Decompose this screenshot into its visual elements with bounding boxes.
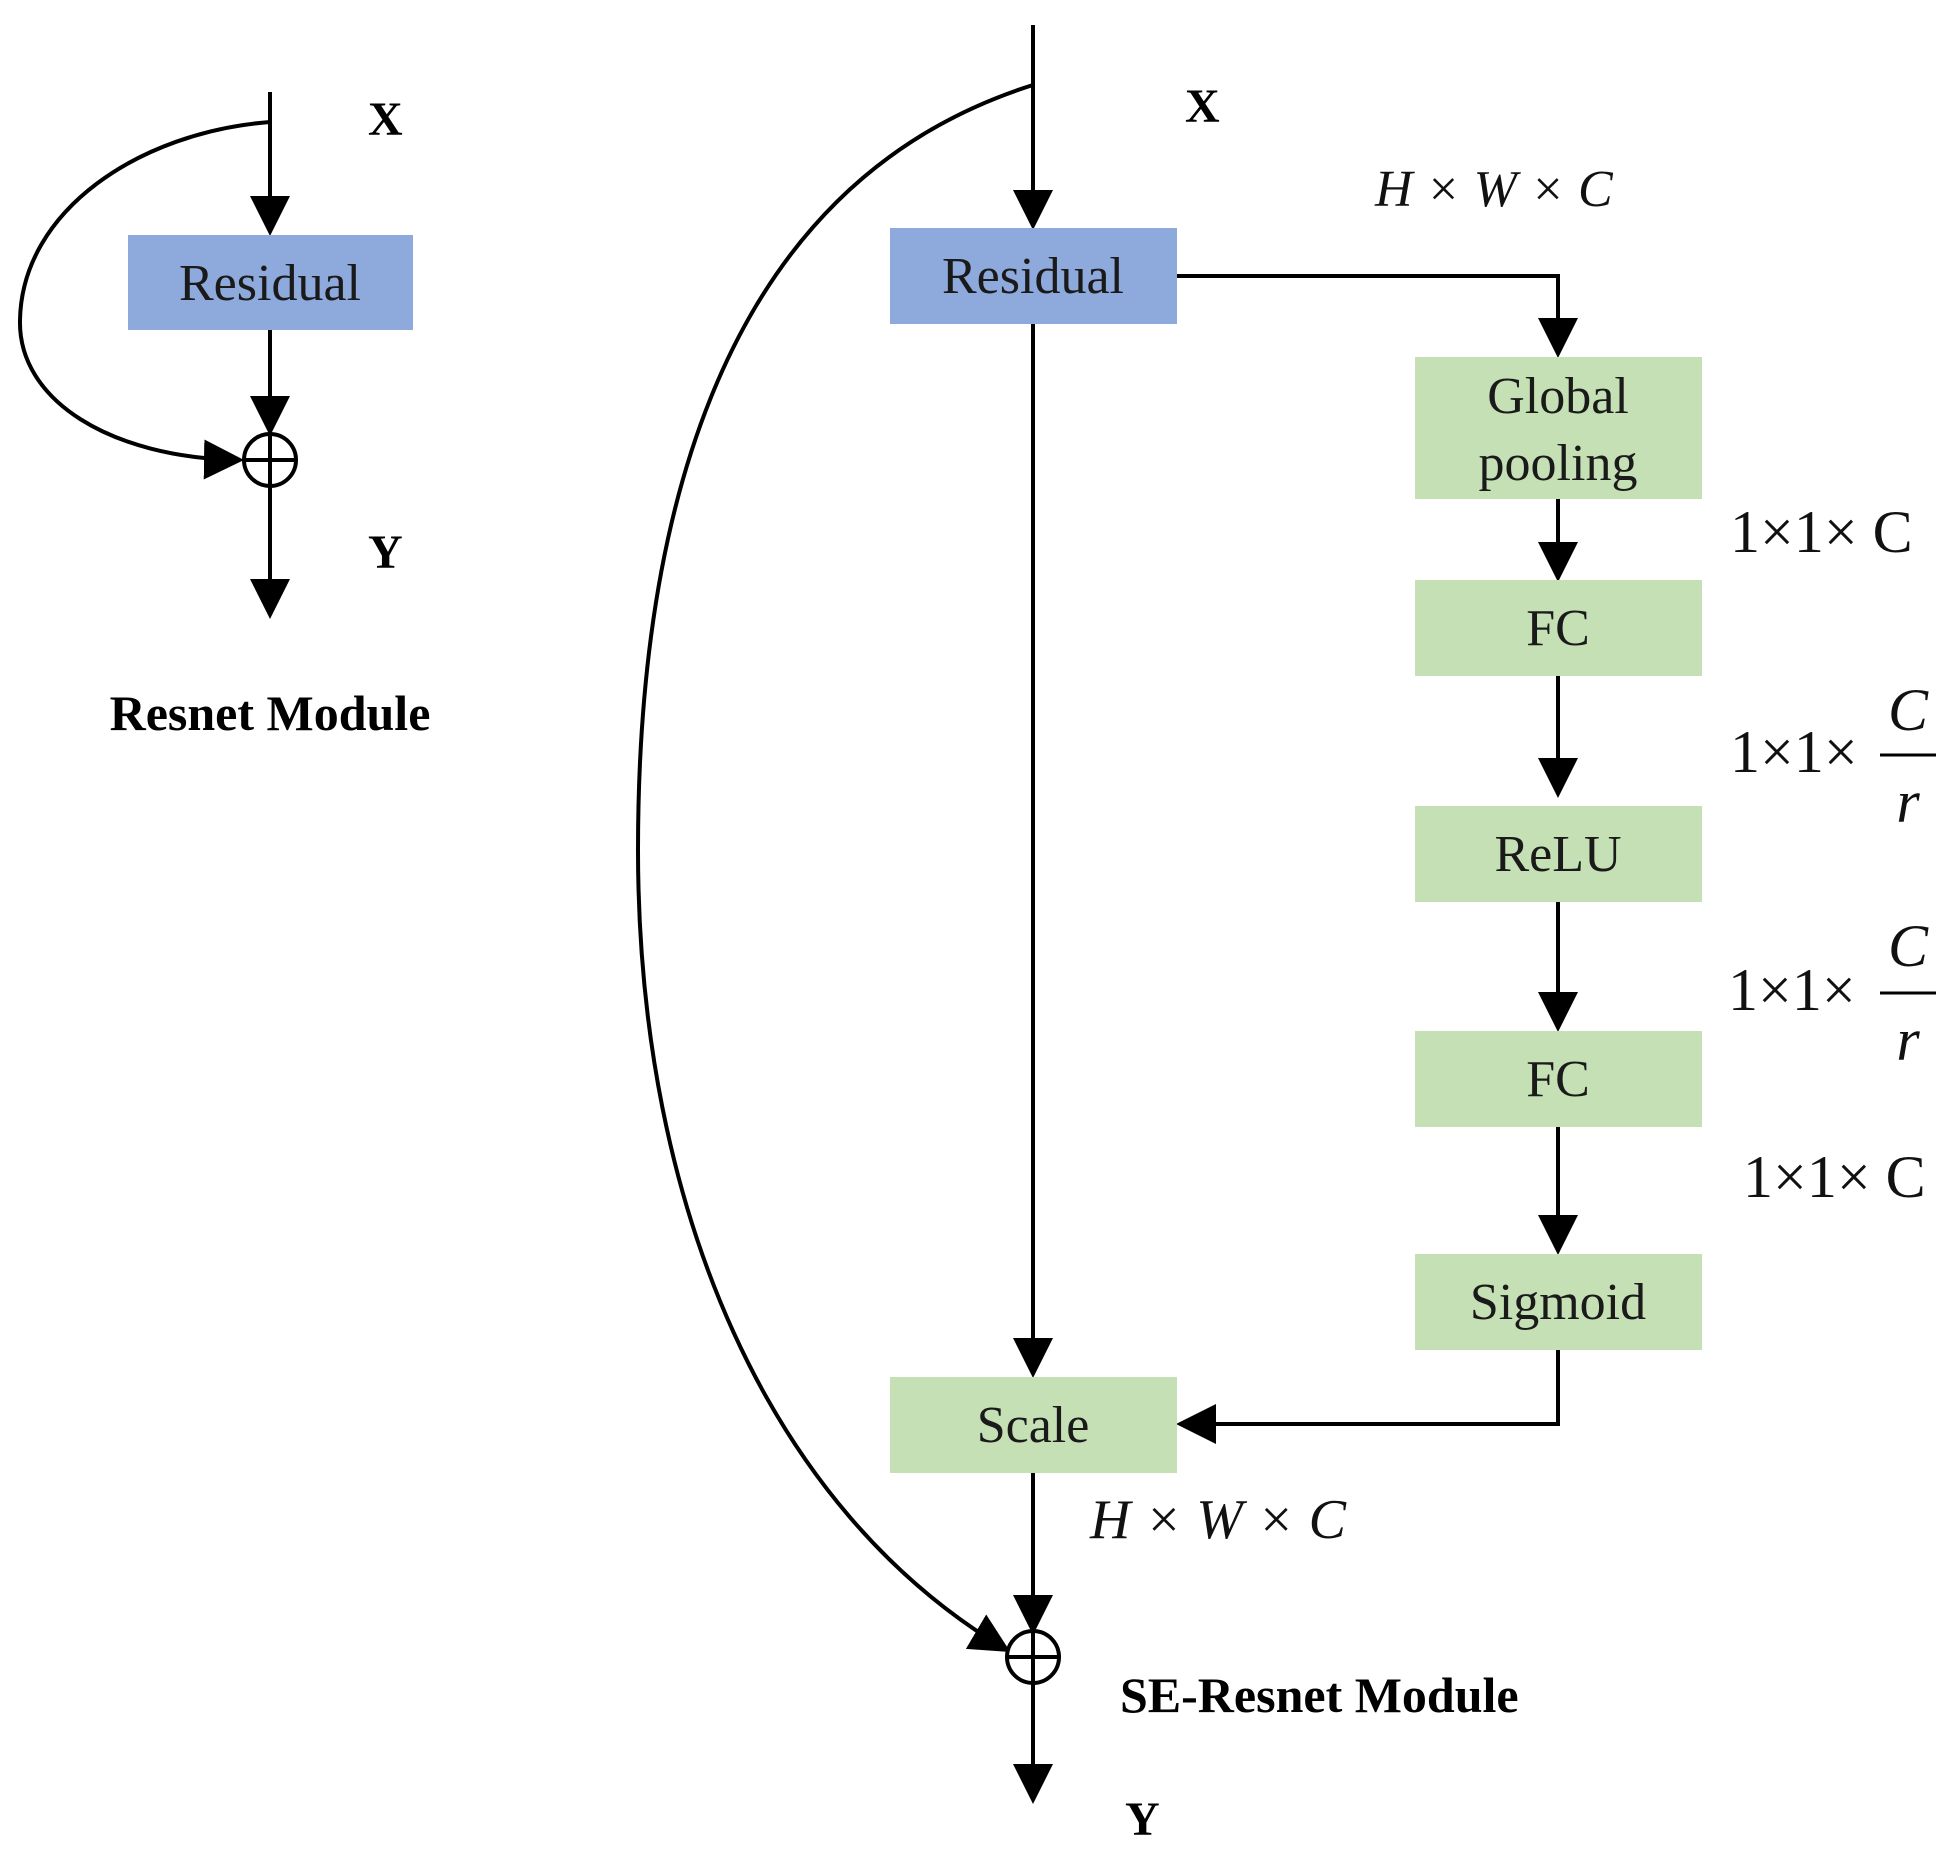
- se-sigmoid-label: Sigmoid: [1470, 1274, 1646, 1331]
- resnet-skip-connection: [17, 120, 271, 480]
- se-input-label: X: [1185, 80, 1220, 133]
- se-fc1-box: [1415, 580, 1702, 676]
- se-fc2-label: FC: [1526, 1051, 1590, 1108]
- se-dim-after-relu-prefix: 1×1×: [1728, 957, 1856, 1023]
- se-dim-after-residual: H × W × C: [1374, 161, 1614, 218]
- se-add-icon: [1005, 1629, 1061, 1685]
- se-dim-after-scale: H × W × C: [1089, 1489, 1347, 1551]
- resnet-residual-label: Residual: [179, 255, 361, 312]
- resnet-residual-box: [128, 235, 413, 330]
- se-dim-after-fc1-denominator: r: [1896, 769, 1920, 835]
- se-global-pooling-box: [1415, 357, 1702, 499]
- se-dim-after-fc2: 1×1× C: [1743, 1144, 1926, 1210]
- se-fc2-box: [1415, 1031, 1702, 1127]
- se-caption: SE-Resnet Module: [1120, 1667, 1519, 1723]
- resnet-add-icon: [242, 432, 298, 488]
- se-sigmoid-to-scale-arrow: [1176, 1350, 1560, 1444]
- se-dim-after-relu: 1×1× C r: [1728, 913, 1936, 1073]
- se-dim-after-fc1-numerator: C: [1888, 677, 1929, 743]
- se-sigmoid-box: [1415, 1254, 1702, 1350]
- se-dim-after-pooling: 1×1× C: [1730, 499, 1913, 565]
- se-residual-to-pooling-arrow: [1177, 274, 1578, 358]
- se-resnet-module: X Residual H × W × C Global pooling 1×1×…: [635, 25, 1936, 1846]
- se-scale-box: [890, 1377, 1177, 1473]
- se-residual-box: [890, 228, 1177, 324]
- resnet-module: X Residual Y Resnet Module: [17, 92, 431, 741]
- se-output-label: Y: [1125, 1793, 1160, 1846]
- se-relu-box: [1415, 806, 1702, 902]
- se-global-pooling-label-line2: pooling: [1479, 435, 1638, 492]
- se-relu-label: ReLU: [1494, 826, 1621, 883]
- resnet-input-label: X: [368, 93, 403, 146]
- resnet-caption: Resnet Module: [110, 685, 431, 741]
- se-global-pooling-label-line1: Global: [1487, 368, 1629, 425]
- se-dim-after-relu-denominator: r: [1896, 1007, 1920, 1073]
- se-dim-after-fc1-prefix: 1×1×: [1730, 719, 1858, 785]
- se-fc1-label: FC: [1526, 600, 1590, 657]
- se-skip-connection: [635, 83, 1034, 1653]
- resnet-output-label: Y: [368, 526, 403, 579]
- se-dim-after-relu-numerator: C: [1888, 913, 1929, 979]
- se-scale-label: Scale: [977, 1397, 1090, 1454]
- se-residual-label: Residual: [942, 248, 1124, 305]
- se-dim-after-fc1: 1×1× C r: [1730, 677, 1936, 835]
